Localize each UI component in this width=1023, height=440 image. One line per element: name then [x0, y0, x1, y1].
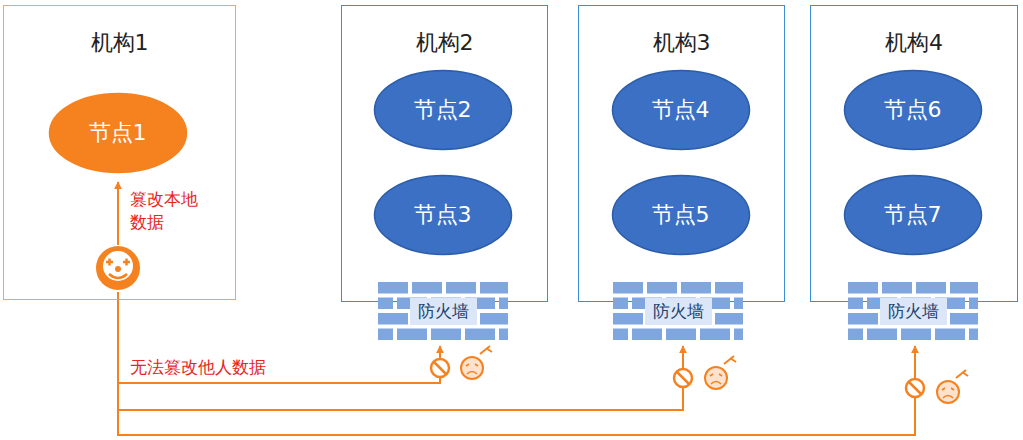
- attack-wire: [118, 292, 683, 410]
- institution-box: 机构4 节点6 节点7: [810, 5, 1018, 302]
- firewall-label: 防火墙: [645, 298, 712, 325]
- blocked-sign: [431, 359, 449, 377]
- node-ellipse: 节点2: [373, 69, 513, 151]
- institution-title: 机构3: [579, 28, 784, 58]
- institution-box: 机构2 节点2 节点3: [341, 5, 548, 302]
- node-ellipse: 节点6: [843, 69, 983, 151]
- sad-face: [461, 346, 492, 379]
- node-label: 节点5: [652, 200, 710, 230]
- node-ellipse: 节点3: [373, 174, 513, 256]
- firewall: 防火墙: [848, 280, 978, 342]
- attack-wire: [118, 292, 915, 435]
- sad-face: [937, 370, 968, 403]
- node-label: 节点2: [414, 95, 472, 125]
- node-ellipse: 节点7: [843, 174, 983, 256]
- blocked-sign: [674, 369, 692, 387]
- annotation: 无法篡改他人数据: [128, 356, 268, 379]
- firewall-label: 防火墙: [880, 298, 947, 325]
- firewall: 防火墙: [378, 280, 508, 342]
- node-ellipse: 节点4: [611, 69, 751, 151]
- node-ellipse: 节点1: [48, 92, 188, 174]
- attack-wire: [118, 292, 440, 383]
- annotation: 篡改本地 数据: [128, 188, 210, 234]
- node-label: 节点1: [89, 118, 147, 148]
- institution-box: 机构3 节点4 节点5: [578, 5, 785, 302]
- node-label: 节点6: [884, 95, 942, 125]
- node-label: 节点3: [414, 200, 472, 230]
- sad-face: [705, 356, 736, 389]
- tamper-arrow: [117, 182, 119, 245]
- node-label: 节点7: [884, 200, 942, 230]
- blocked-sign: [906, 379, 924, 397]
- institution-title: 机构4: [811, 28, 1017, 58]
- node-ellipse: 节点5: [611, 174, 751, 256]
- institution-title: 机构2: [342, 28, 547, 58]
- hacker-icon: [96, 246, 140, 290]
- firewall: 防火墙: [613, 280, 743, 342]
- institution-title: 机构1: [4, 28, 235, 58]
- node-label: 节点4: [652, 95, 710, 125]
- institution-box: 机构1 节点1: [3, 5, 236, 300]
- firewall-label: 防火墙: [410, 298, 477, 325]
